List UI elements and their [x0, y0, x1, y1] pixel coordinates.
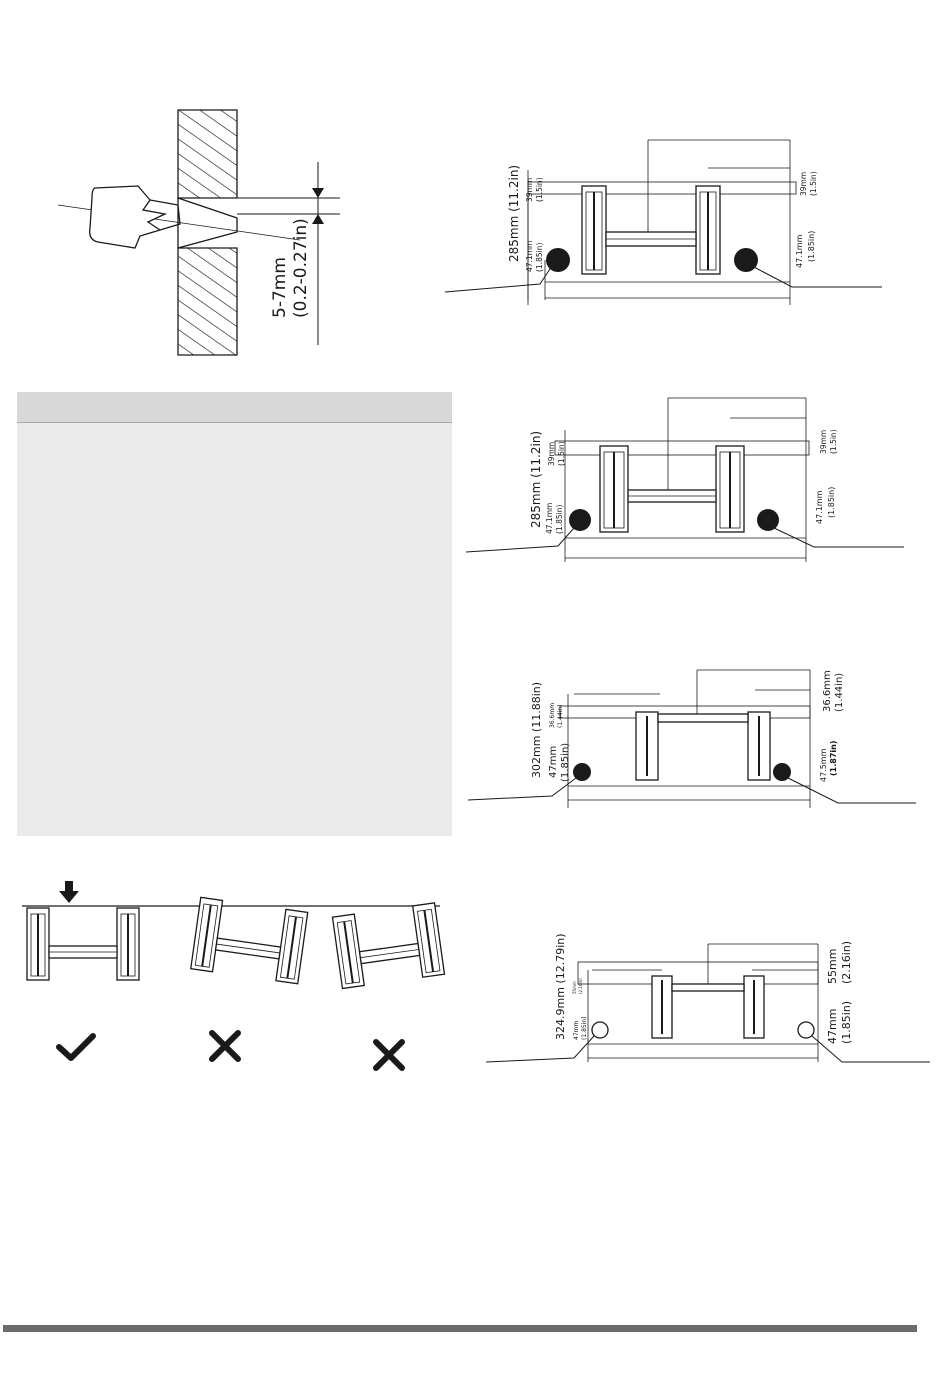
d3-height: 302mm (11.88in) [530, 682, 543, 778]
d3-top-right-in: (1.44in) [834, 673, 845, 712]
cross-icon [373, 1039, 405, 1071]
drill-depth-label-in: (0.2-0.27in) [291, 218, 311, 318]
bracket-diagram-2: 285mm (11.2in) 39mm (1.5in) 47.1mm (1.85… [465, 397, 904, 562]
d1-top-left-mm: 39mm [525, 178, 534, 202]
d1-top-right-in: (1.5in) [809, 171, 818, 196]
d4-bottom-left-in: (1.85in) [581, 1016, 588, 1040]
d2-bottom-left-in: (1.85in) [555, 505, 564, 534]
bracket-diagram-1: 285mm (11.2in) 39mm (1.5in) 47.1mm (1.85… [444, 139, 882, 305]
d1-top-left-in: (1.5in) [535, 177, 544, 202]
d3-top-left-mm: 36.6mm [549, 703, 556, 728]
bracket-diagram-3: 302mm (11.88in) 36.6mm (1.44in) 47mm (1.… [467, 669, 916, 808]
screw-hole-right [757, 509, 779, 531]
screw-hole-left [546, 248, 570, 272]
screw-hole-right [734, 248, 758, 272]
d3-top-right-mm: 36.6mm [822, 670, 833, 712]
d4-bottom-right-in: (1.85in) [840, 1001, 853, 1044]
d2-top-left-mm: 39mm [547, 442, 556, 466]
d4-top-left-in: (2.16in) [578, 978, 583, 994]
d2-height: 285mm (11.2in) [529, 431, 543, 528]
check-icon [56, 1033, 96, 1061]
note-panel-header [17, 392, 452, 423]
d2-bottom-right-mm: 47.1mm [815, 490, 824, 524]
bracket-level [26, 907, 140, 981]
drill-depth-diagram: 5-7mm (0.2-0.27in) [57, 109, 340, 356]
footer-bar [3, 1325, 917, 1332]
d4-top-right-mm: 55mm [826, 949, 839, 984]
bracket-tilted-1 [190, 896, 309, 985]
d3-top-left-in: (1.44in) [557, 704, 564, 728]
cross-icon [209, 1030, 241, 1062]
d2-bottom-right-in: (1.85in) [827, 487, 836, 518]
drill-depth-label: 5-7mm [270, 257, 290, 318]
d2-top-left-in: (1.5in) [557, 441, 566, 466]
screw-hole-left [569, 509, 591, 531]
screw-hole-left [591, 1021, 609, 1039]
d2-bottom-left-mm: 47.1mm [545, 503, 554, 534]
d4-bottom-right-mm: 47mm [826, 1009, 839, 1044]
screw-hole-right [773, 763, 791, 781]
d1-bottom-left-mm: 47.1mm [525, 241, 534, 272]
d4-top-right-in: (2.16in) [840, 941, 853, 984]
down-arrow-icon [59, 881, 79, 903]
d3-bottom-left-mm: 47mm [548, 746, 559, 778]
d1-bottom-right-mm: 47.1mm [795, 234, 804, 268]
orientation-examples [22, 881, 446, 1071]
d4-height: 324.9mm (12.79in) [554, 933, 567, 1040]
d4-top-left-mm: 55mm [572, 981, 577, 994]
d3-bottom-right-mm: 47.5mm [819, 748, 828, 782]
drill-bit-icon [89, 185, 181, 249]
d3-bottom-left-in: (1.85in) [560, 743, 571, 782]
d1-bottom-right-in: (1.85in) [807, 231, 816, 262]
d2-top-right-in: (1.5in) [829, 429, 838, 454]
bracket-diagram-4: 324.9mm (12.79in) 55mm (2.16in) 47mm (1.… [485, 933, 930, 1063]
d1-bottom-left-in: (1.85in) [535, 243, 544, 272]
bracket-tilted-2 [331, 902, 446, 990]
d2-top-right-mm: 39mm [819, 430, 828, 454]
note-panel [17, 392, 452, 836]
d4-bottom-left-mm: 47mm [573, 1021, 580, 1040]
screw-hole-left [573, 763, 591, 781]
screw-hole-right [797, 1021, 815, 1039]
d1-height: 285mm (11.2in) [507, 165, 521, 262]
d3-bottom-right-in: (1.87in) [829, 741, 838, 777]
d1-top-right-mm: 39mm [799, 172, 808, 196]
